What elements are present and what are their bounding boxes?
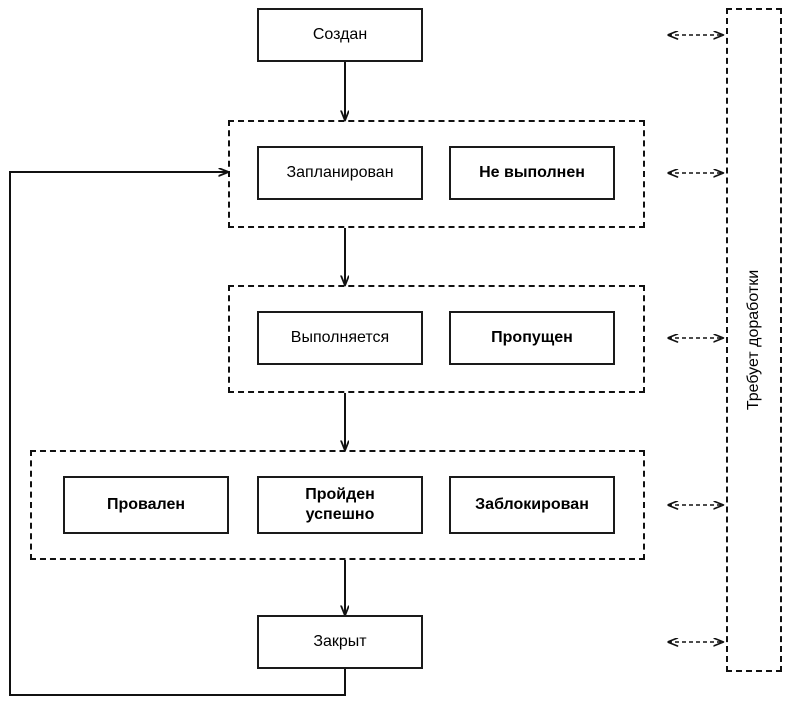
state-label-skipped: Пропущен (491, 329, 573, 347)
state-box-in-progress[interactable]: Выполняется (257, 311, 423, 365)
rework-panel-label: Требует доработки (745, 269, 762, 411)
state-box-passed[interactable]: Пройден успешно (257, 476, 423, 534)
state-label-passed: Пройден успешно (305, 486, 375, 523)
state-label-in-progress: Выполняется (290, 329, 390, 347)
state-box-not-done[interactable]: Не выполнен (449, 146, 615, 200)
rework-panel: Требует доработки (726, 8, 782, 672)
state-box-skipped[interactable]: Пропущен (449, 311, 615, 365)
state-box-failed[interactable]: Провален (63, 476, 229, 534)
state-label-failed: Провален (106, 496, 186, 514)
state-label-blocked: Заблокирован (475, 496, 589, 514)
state-box-closed[interactable]: Закрыт (257, 615, 423, 669)
state-label-closed: Закрыт (313, 633, 367, 651)
state-box-blocked[interactable]: Заблокирован (449, 476, 615, 534)
state-box-planned[interactable]: Запланирован (257, 146, 423, 200)
state-box-created[interactable]: Создан (257, 8, 423, 62)
state-label-planned: Запланирован (286, 164, 394, 182)
state-label-not-done: Не выполнен (479, 164, 585, 182)
state-label-created: Создан (312, 26, 368, 44)
